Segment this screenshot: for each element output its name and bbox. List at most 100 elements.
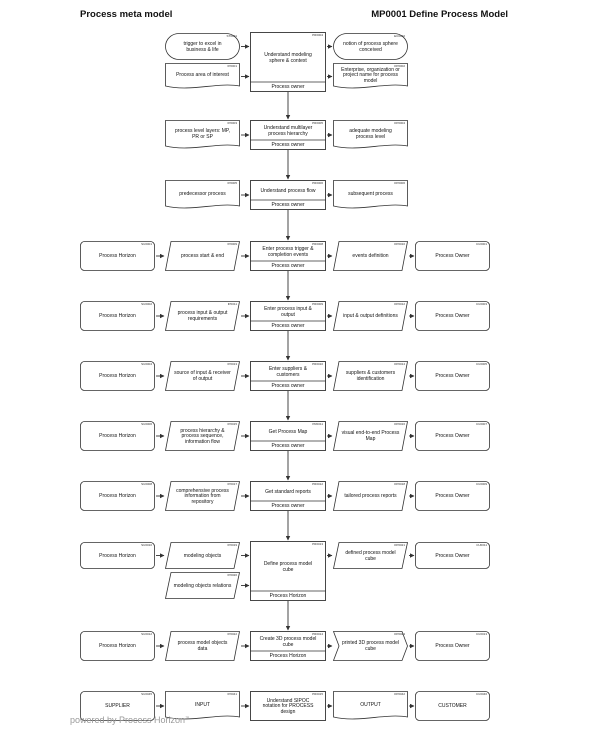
node-code: IP0001 <box>227 64 237 68</box>
node-label: subsequent process <box>348 190 393 197</box>
process-performer: Process Horizon <box>269 653 307 659</box>
node-code: IP0009 <box>227 242 237 246</box>
node-label: process input & output requirements <box>177 310 228 322</box>
model-title: MP0001 Define Process Model <box>371 9 508 20</box>
node-label: Enter suppliers & customers <box>268 366 308 378</box>
process-performer: Process owner <box>271 263 305 269</box>
node-code: SU0010 <box>141 543 152 547</box>
node-code: SU0012 <box>141 632 152 636</box>
node-label: Process Owner <box>435 313 470 320</box>
node-code: EC0002 <box>394 34 405 38</box>
node-label: Process Owner <box>435 433 470 440</box>
node-label: trigger to excel in business & life <box>183 40 222 53</box>
node-label: Understand SIPOC notation for PROCESS de… <box>262 697 314 715</box>
node-label: Process Horizon <box>99 552 136 559</box>
process-performer: Process owner <box>271 84 305 90</box>
node-label: Process Owner <box>435 643 470 650</box>
node-label: Process Horizon <box>99 643 136 650</box>
node-label: Process area of interest <box>176 72 229 79</box>
node-code: PR0006 <box>312 181 323 185</box>
footer-branding: powered by Process Horizon™ <box>70 715 189 725</box>
node-label: events definition <box>352 253 389 260</box>
input-para[interactable]: IP0022 process model objects data <box>165 631 240 661</box>
process-performer: Process owner <box>271 323 305 329</box>
diagram-title: Process meta model <box>80 9 173 20</box>
node-label: Process Owner <box>435 552 470 559</box>
node-label: visual end-to-end Process Map <box>341 430 400 442</box>
node-label: suppliers & customers identification <box>345 370 396 382</box>
node-label: adequate modeling process level <box>349 127 392 140</box>
node-label: printed 3D process model cube <box>342 640 399 652</box>
output-chevron[interactable]: OP0023 printed 3D process model cube <box>332 631 408 661</box>
node-label: Enterprise, organization or project name… <box>341 66 400 84</box>
node-label: INPUT <box>195 701 210 708</box>
node-code: SU0045 <box>141 692 152 696</box>
input-para[interactable]: IP0009 process start & end <box>165 241 240 271</box>
node-label: process start & end <box>180 253 225 260</box>
node-code: OP0023 <box>393 632 405 636</box>
node-code: OP0021 <box>393 543 405 547</box>
node-code: PR0010 <box>312 362 323 366</box>
node-label: Process Horizon <box>99 493 136 500</box>
node-label: Process Owner <box>435 493 470 500</box>
node-code: IP0022 <box>227 632 237 636</box>
node-label: Process Horizon <box>99 433 136 440</box>
node-code: CU0013 <box>475 632 487 636</box>
node-label: Create 3D process model cube <box>259 636 317 648</box>
node-code: PR0014 <box>312 632 323 636</box>
node-label: process model objects data <box>177 640 228 652</box>
node-code: IP0019 <box>227 543 237 547</box>
